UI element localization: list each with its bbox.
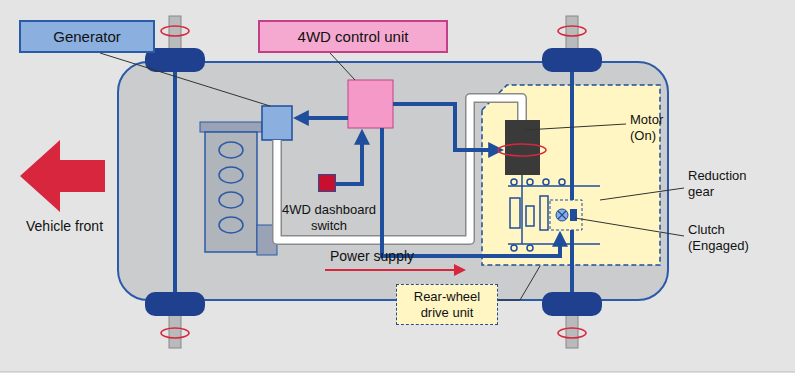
node-text: Generator	[53, 28, 121, 46]
switch-symbol	[318, 174, 336, 192]
node-text: 4WD control unit	[298, 28, 409, 46]
dashboard-switch: 4WD dashboard switch	[280, 174, 378, 233]
node-text: Rear-wheel drive unit	[405, 289, 489, 320]
generator-label-box: Generator	[19, 20, 155, 53]
reduction-gear-label: Reduction gear	[688, 168, 747, 199]
vehicle-front-label: Vehicle front	[26, 218, 103, 235]
clutch-label: Clutch (Engaged)	[688, 222, 749, 253]
node-text: 4WD dashboard switch	[280, 202, 378, 233]
power-supply-label: Power supply	[330, 248, 414, 265]
motor-label: Motor (On)	[630, 112, 663, 143]
control-unit-label-box: 4WD control unit	[258, 20, 448, 53]
drive-unit-label-box: Rear-wheel drive unit	[396, 284, 498, 325]
